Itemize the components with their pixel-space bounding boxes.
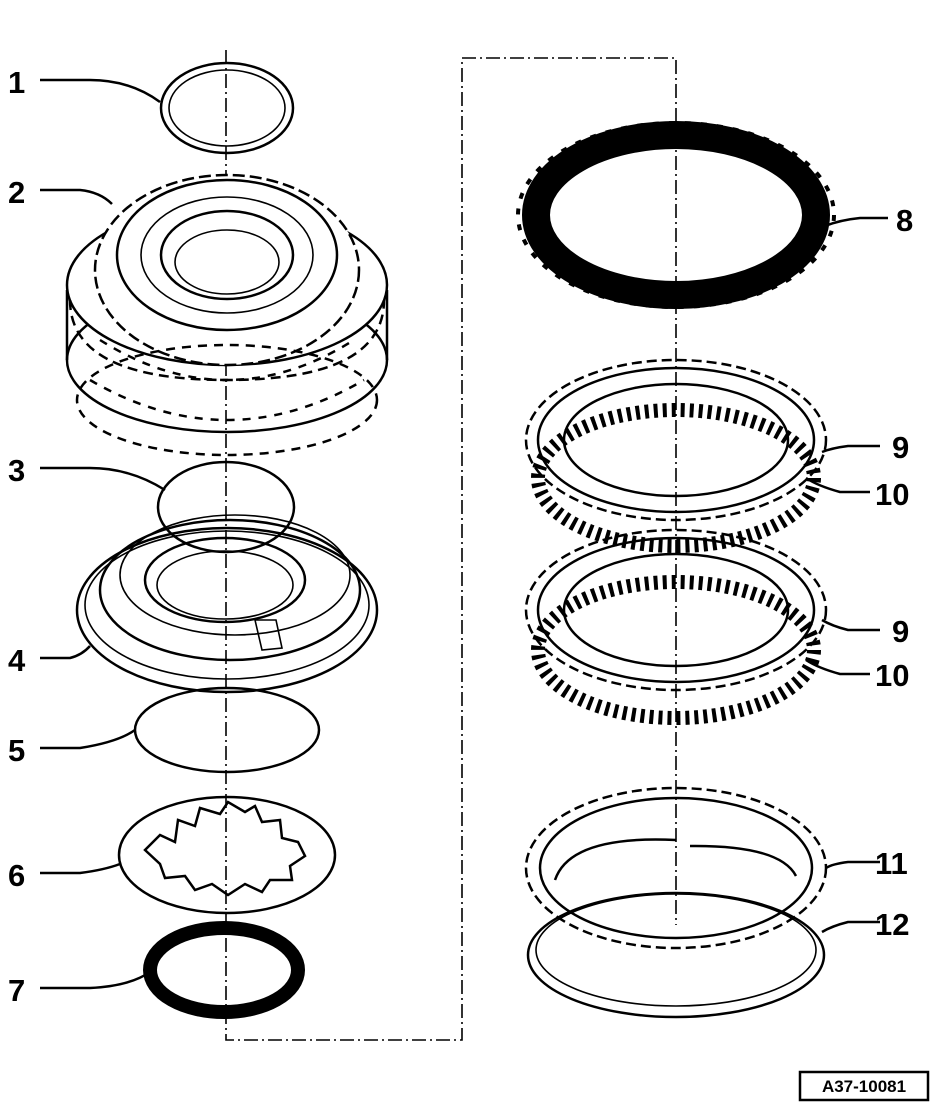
callout-10-bottom: 10 — [875, 658, 909, 693]
part-1-o-ring — [159, 61, 295, 155]
part-2-clutch-drum — [65, 173, 389, 457]
callout-5: 5 — [8, 733, 25, 768]
assembly-axis-lines — [225, 50, 677, 1041]
part-10-lined-plate-bottom — [531, 575, 821, 725]
callout-7: 7 — [8, 973, 25, 1008]
part-7-thrust-washer — [143, 921, 305, 1019]
leader-lines — [40, 78, 888, 990]
part-3-o-ring — [156, 460, 296, 554]
part-6-diaphragm-spring — [117, 795, 337, 915]
reference-code-box: A37-10081 — [798, 1070, 930, 1102]
callout-9-bottom: 9 — [892, 614, 909, 649]
part-5-sealing-ring — [133, 686, 321, 774]
callout-8: 8 — [896, 203, 913, 238]
callout-6: 6 — [8, 858, 25, 893]
callout-12: 12 — [875, 907, 909, 942]
callout-labels: 1 2 3 4 5 6 7 8 9 10 9 10 11 12 — [8, 65, 913, 1008]
reference-code: A37-10081 — [822, 1077, 906, 1096]
callout-9-top: 9 — [892, 430, 909, 465]
callout-11: 11 — [875, 846, 908, 881]
part-4-piston — [75, 514, 379, 694]
callout-4: 4 — [8, 643, 26, 678]
part-10-lined-plate-top — [531, 403, 821, 553]
callout-1: 1 — [8, 65, 25, 100]
callout-2: 2 — [8, 175, 25, 210]
part-12-circlip — [526, 891, 826, 1019]
callout-10-top: 10 — [875, 477, 909, 512]
callout-3: 3 — [8, 453, 25, 488]
part-8-inner-plate — [516, 121, 836, 309]
